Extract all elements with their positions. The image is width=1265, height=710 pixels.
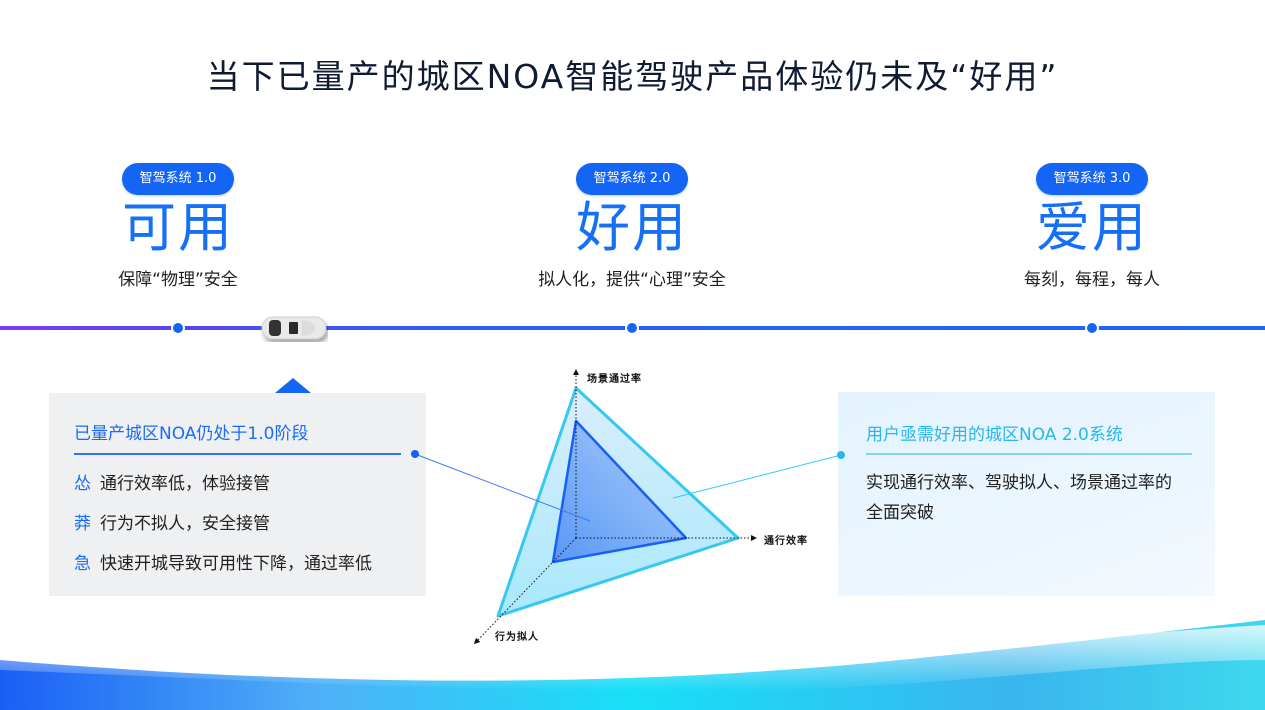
stage-2-subtitle: 拟人化，提供“心理”安全 (538, 270, 726, 290)
status-item-key: 急 (74, 554, 91, 574)
bottom-wave-decoration (0, 620, 1265, 710)
timeline-dot-3 (1085, 321, 1099, 335)
axis-label-efficiency: 通行效率 (764, 536, 808, 547)
status-item-text: 行为不拟人，安全接管 (100, 514, 270, 534)
connector-left (414, 453, 591, 522)
status-item-text: 通行效率低，体验接管 (100, 474, 270, 494)
connector-right (672, 454, 842, 499)
axis-label-human-like: 行为拟人 (495, 632, 539, 643)
stage-2-word: 好用 (576, 196, 688, 259)
stage-1-badge: 智驾系统 1.0 (121, 163, 235, 195)
divider (74, 453, 401, 455)
current-status-panel: 已量产城区NOA仍处于1.0阶段 怂通行效率低，体验接管 莽行为不拟人，安全接管… (49, 393, 426, 596)
status-item: 急快速开城导致可用性下降，通过率低 (74, 549, 372, 574)
user-need-heading: 用户亟需好用的城区NOA 2.0系统 (866, 425, 1123, 445)
radar-series-1 (551, 419, 688, 564)
current-status-heading: 已量产城区NOA仍处于1.0阶段 (74, 424, 309, 444)
car-icon (261, 316, 327, 340)
status-item: 怂通行效率低，体验接管 (74, 469, 270, 494)
pointer-arrow-icon (275, 378, 311, 393)
radar-series-2 (496, 386, 740, 618)
status-item: 莽行为不拟人，安全接管 (74, 509, 270, 534)
status-item-key: 怂 (74, 474, 91, 494)
page-title: 当下已量产的城区NOA智能驾驶产品体验仍未及“好用” (206, 57, 1059, 96)
stage-2-badge: 智驾系统 2.0 (575, 163, 689, 195)
user-need-panel: 用户亟需好用的城区NOA 2.0系统 实现通行效率、驾驶拟人、场景通过率的全面突… (838, 392, 1215, 596)
stage-1-word: 可用 (122, 196, 234, 259)
timeline-dot-1 (171, 321, 185, 335)
status-item-text: 快速开城导致可用性下降，通过率低 (100, 554, 372, 574)
axis-label-scene: 场景通过率 (587, 374, 642, 385)
stage-2: 智驾系统 2.0 好用 拟人化，提供“心理”安全 (512, 163, 752, 290)
stage-3-subtitle: 每刻，每程，每人 (1024, 270, 1160, 290)
divider (866, 453, 1192, 455)
stage-1-subtitle: 保障“物理”安全 (118, 270, 238, 290)
timeline-dot-2 (625, 321, 639, 335)
stage-3-word: 爱用 (1036, 196, 1148, 259)
stage-3-badge: 智驾系统 3.0 (1035, 163, 1149, 195)
status-item-key: 莽 (74, 514, 91, 534)
stage-3: 智驾系统 3.0 爱用 每刻，每程，每人 (972, 163, 1212, 290)
user-need-body: 实现通行效率、驾驶拟人、场景通过率的全面突破 (866, 473, 1172, 523)
stage-1: 智驾系统 1.0 可用 保障“物理”安全 (58, 163, 298, 290)
